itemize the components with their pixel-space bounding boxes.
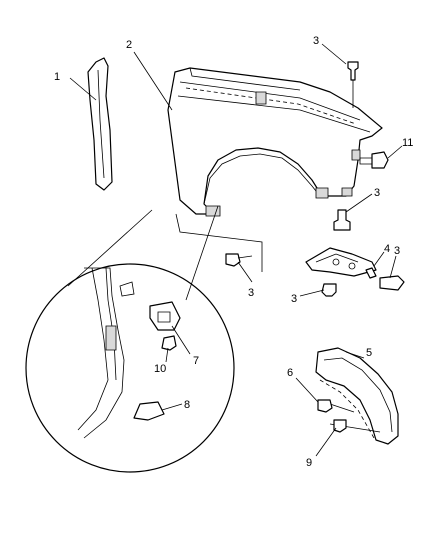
bolt-fender xyxy=(359,151,389,169)
callout-3-top: 3 xyxy=(313,35,319,47)
callout-5: 5 xyxy=(366,347,372,359)
part-bracket xyxy=(305,247,377,279)
callout-3-lower-screw: 3 xyxy=(248,287,254,299)
callout-8: 8 xyxy=(184,399,190,411)
part-fender-seal xyxy=(87,57,113,191)
callout-10: 10 xyxy=(154,363,166,375)
callout-9: 9 xyxy=(306,457,312,469)
screw-fender-bottom xyxy=(333,209,351,231)
screw-shield-lower xyxy=(333,419,347,433)
callout-1: 1 xyxy=(54,71,60,83)
detail-inset xyxy=(25,205,235,473)
leader-lines xyxy=(69,43,403,457)
callout-2: 2 xyxy=(126,39,132,51)
callout-3-bracket-right: 3 xyxy=(394,245,400,257)
callout-3-fender-bottom: 3 xyxy=(374,187,380,199)
part-front-fender xyxy=(167,67,383,272)
screw-left xyxy=(225,253,253,267)
screw-shield-upper xyxy=(317,399,333,413)
screw-bracket-left xyxy=(321,283,337,297)
callout-3-bracket-left: 3 xyxy=(291,293,297,305)
screw-top xyxy=(347,61,359,108)
callout-6: 6 xyxy=(287,367,293,379)
callout-11: 11 xyxy=(402,137,413,149)
part-inner-shield xyxy=(315,347,399,445)
screw-bracket-right xyxy=(379,275,405,291)
callout-7: 7 xyxy=(193,355,199,367)
callout-4: 4 xyxy=(384,243,390,255)
